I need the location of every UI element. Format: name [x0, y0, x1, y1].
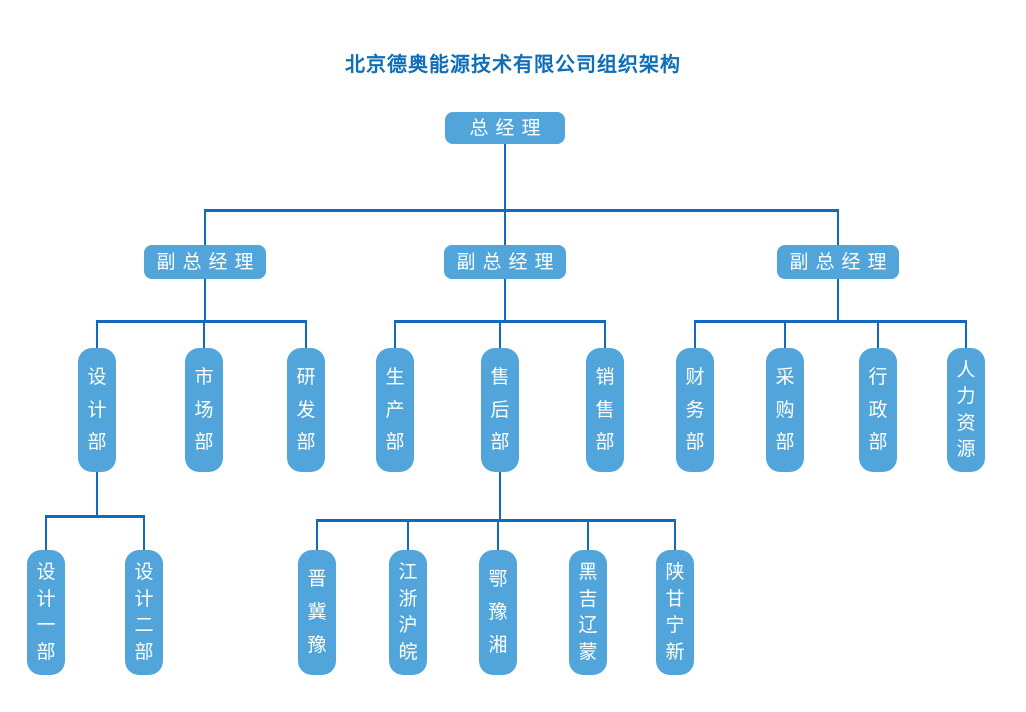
node-vice-general-manager-3: 副总经理 [777, 245, 899, 279]
node-region-hei-ji-liao-meng: 黑吉辽蒙 [569, 550, 607, 675]
connector-line [504, 279, 506, 323]
node-vice-general-manager-1: 副总经理 [144, 245, 266, 279]
connector-line [204, 209, 839, 212]
node-aftersales-dept: 售后部 [481, 348, 519, 472]
node-marketing-dept: 市场部 [185, 348, 223, 472]
connector-line [305, 323, 307, 348]
node-design-sub-dept-2: 设计二部 [125, 550, 163, 675]
connector-line [394, 320, 606, 323]
node-general-manager: 总经理 [445, 112, 565, 144]
connector-line [499, 323, 501, 348]
node-region-jin-ji-yu: 晋冀豫 [298, 550, 336, 675]
connector-line [204, 279, 206, 323]
connector-line [96, 323, 98, 348]
connector-line [407, 522, 409, 550]
connector-line [504, 144, 506, 245]
node-procurement-dept: 采购部 [766, 348, 804, 472]
connector-line [837, 212, 839, 245]
connector-line [204, 212, 206, 245]
connector-line [877, 323, 879, 348]
connector-line [965, 323, 967, 348]
node-region-jiang-zhe-hu-wan: 江浙沪皖 [389, 550, 427, 675]
connector-line [45, 515, 145, 518]
node-design-sub-dept-1: 设计一部 [27, 550, 65, 675]
connector-line [587, 522, 589, 550]
node-sales-dept: 销售部 [586, 348, 624, 472]
connector-line [837, 279, 839, 323]
connector-line [96, 320, 307, 323]
node-admin-dept: 行政部 [859, 348, 897, 472]
node-region-e-yu-xiang: 鄂豫湘 [479, 550, 517, 675]
node-hr-dept: 人力资源 [947, 348, 985, 472]
connector-line [45, 518, 47, 550]
connector-line [316, 522, 318, 550]
connector-line [497, 522, 499, 550]
node-vice-general-manager-2: 副总经理 [444, 245, 566, 279]
connector-line [784, 323, 786, 348]
connector-line [674, 522, 676, 550]
connector-line [96, 472, 98, 518]
connector-line [394, 323, 396, 348]
connector-line [203, 323, 205, 348]
connector-line [694, 320, 967, 323]
connector-line [316, 519, 676, 522]
node-finance-dept: 财务部 [676, 348, 714, 472]
chart-title: 北京德奥能源技术有限公司组织架构 [345, 54, 681, 76]
node-region-shan-gan-ning-xin: 陕甘宁新 [656, 550, 694, 675]
node-design-dept: 设计部 [78, 348, 116, 472]
node-production-dept: 生产部 [376, 348, 414, 472]
connector-line [604, 323, 606, 348]
connector-line [143, 518, 145, 550]
connector-line [499, 472, 501, 522]
node-rnd-dept: 研发部 [287, 348, 325, 472]
connector-line [694, 323, 696, 348]
